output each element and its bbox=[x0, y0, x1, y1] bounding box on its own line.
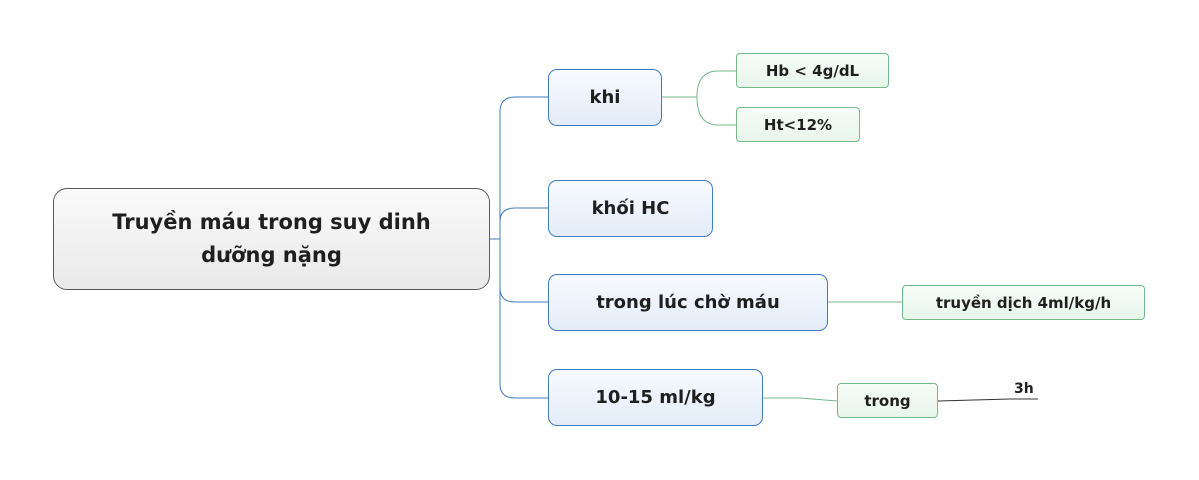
leaf-connector-hb bbox=[662, 70, 736, 98]
leaf-node-trong[interactable]: trong bbox=[837, 383, 938, 418]
leaf-label-3h[interactable]: 3h bbox=[1014, 381, 1034, 397]
leaf-connector-3h bbox=[937, 398, 1038, 402]
branch-node-khoi-hc[interactable]: khối HC bbox=[548, 180, 713, 237]
leaf-connector-trong bbox=[763, 397, 838, 402]
leaf-node-truyen-dich[interactable]: truyền dịch 4ml/kg/h bbox=[902, 285, 1145, 320]
branch-connector-trong-luc bbox=[499, 287, 548, 303]
leaf-node-ht[interactable]: Ht<12% bbox=[736, 107, 860, 142]
branch-node-trong-luc-cho-mau[interactable]: trong lúc chờ máu bbox=[548, 274, 828, 331]
branch-connector-dose bbox=[499, 383, 548, 399]
branch-connector-khoi bbox=[499, 207, 548, 223]
leaf-node-hb[interactable]: Hb < 4g/dL bbox=[736, 53, 889, 88]
branch-node-khi[interactable]: khi bbox=[548, 69, 662, 126]
trunk-connector bbox=[499, 96, 548, 113]
leaf-connector-ht bbox=[696, 96, 736, 126]
root-node[interactable]: Truyền máu trong suy dinh dưỡng nặng bbox=[53, 188, 490, 290]
branch-node-dose[interactable]: 10-15 ml/kg bbox=[548, 369, 763, 426]
